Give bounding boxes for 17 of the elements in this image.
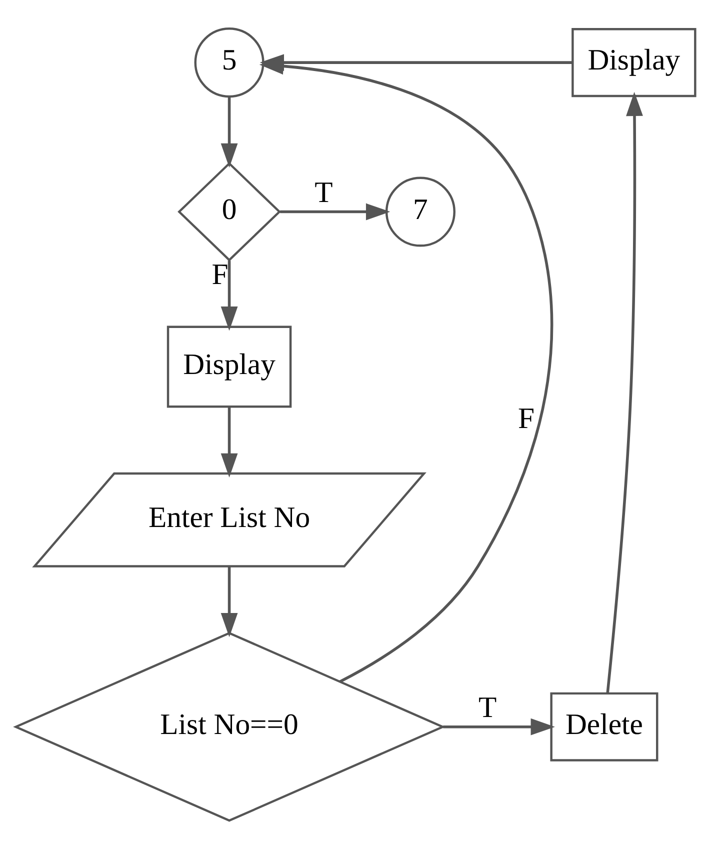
arrow	[606, 92, 643, 694]
node-box: Delete	[550, 692, 658, 762]
node-diamond: List No==0	[13, 632, 446, 822]
edge-label: F	[518, 402, 535, 435]
edge-label: T	[314, 177, 333, 210]
edge-label: T	[478, 692, 497, 724]
node-circle: 7	[385, 176, 456, 247]
arrow	[220, 260, 238, 331]
arrow	[220, 407, 238, 478]
node-diamond: 0	[178, 162, 281, 262]
arrow	[220, 96, 238, 168]
node-box: Display	[572, 28, 696, 98]
arrow	[220, 566, 238, 638]
arrow	[443, 718, 555, 736]
arrow	[280, 203, 390, 220]
node-circle: 5	[194, 28, 264, 98]
node-box: Display	[166, 326, 292, 408]
